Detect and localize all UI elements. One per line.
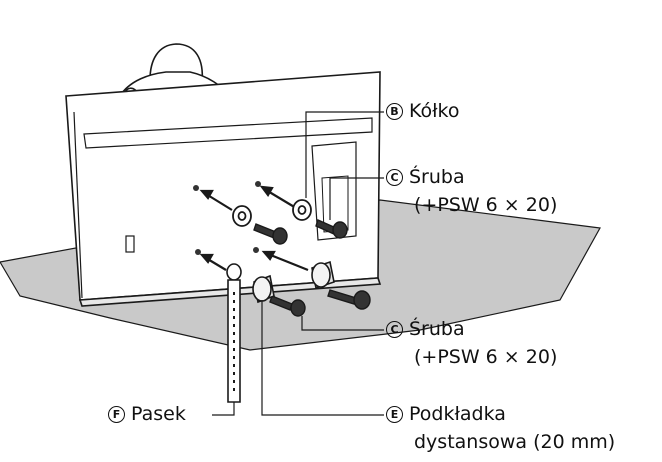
callout-sub-spacer: dystansowa (20 mm) (414, 431, 616, 453)
callout-washer: B Kółko (386, 102, 460, 121)
washers (232, 199, 312, 227)
callout-letter-e: E (386, 406, 403, 423)
callout-label-spacer: Podkładka (409, 403, 506, 425)
callout-screw-top: C Śruba (386, 168, 465, 187)
callout-belt: F Pasek (108, 405, 186, 424)
callout-label-washer: Kółko (409, 100, 460, 122)
callout-letter-c-top: C (386, 169, 403, 186)
belt (226, 263, 242, 403)
callout-label-belt: Pasek (131, 403, 186, 425)
callout-sub-screw-top: (+PSW 6 × 20) (414, 194, 558, 216)
callout-letter-b: B (386, 103, 403, 120)
callout-label-screw-bottom: Śruba (409, 318, 465, 340)
callout-spacer: E Podkładka (386, 405, 506, 424)
screws (253, 219, 371, 317)
callout-label-screw-top: Śruba (409, 166, 465, 188)
tv-back (65, 71, 382, 307)
callout-sub-screw-bottom: (+PSW 6 × 20) (414, 346, 558, 368)
callout-screw-bottom: C Śruba (386, 320, 465, 339)
callout-letter-c-bottom: C (386, 321, 403, 338)
leader-lines (212, 111, 384, 416)
callout-letter-f: F (108, 406, 125, 423)
screw-holes (193, 181, 261, 255)
spacers (252, 260, 335, 304)
insertion-arrows (199, 185, 309, 272)
